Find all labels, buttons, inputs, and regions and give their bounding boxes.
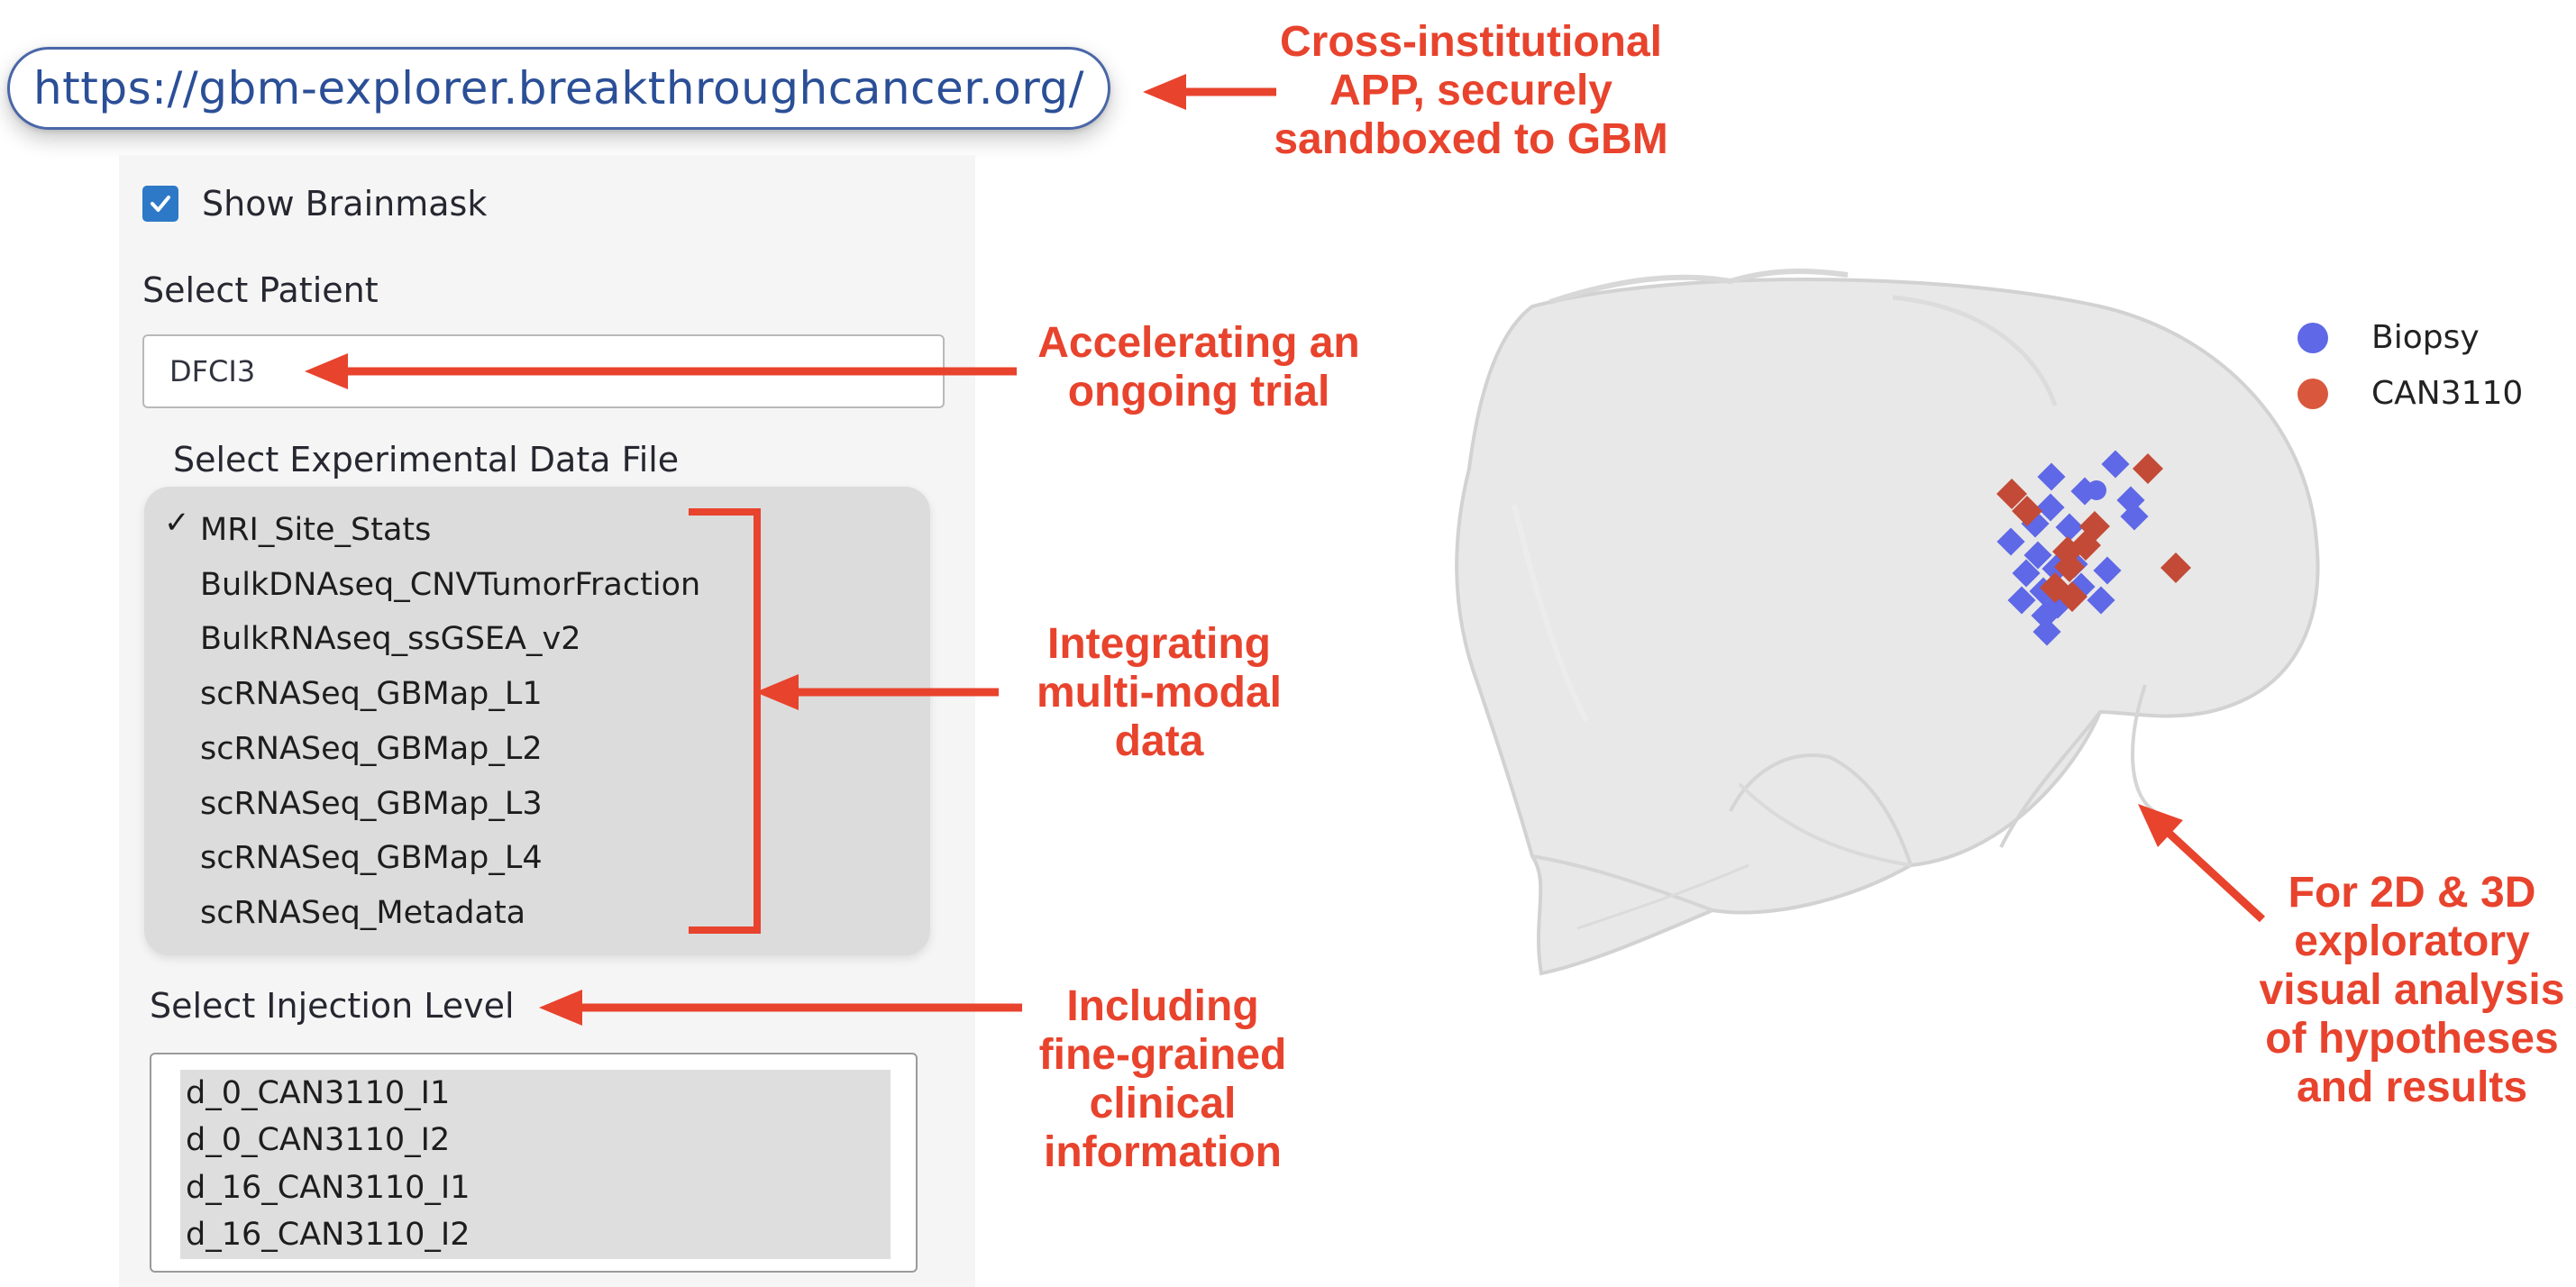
biopsy-marker	[2036, 493, 2065, 522]
url-bar[interactable]: https://gbm-explorer.breakthroughcancer.…	[7, 47, 1110, 130]
injection-level-label: Select Injection Level	[150, 986, 515, 1026]
biopsy-marker	[2087, 586, 2115, 615]
patient-value: DFCI3	[169, 354, 256, 388]
legend-dot	[2297, 378, 2328, 409]
biopsy-marker	[2037, 462, 2066, 491]
dropdown-option[interactable]: MRI_Site_Stats	[200, 512, 432, 548]
biopsy-markers	[1996, 450, 2149, 646]
legend-item-biopsy[interactable]: Biopsy	[2297, 319, 2480, 356]
injection-selected-list: d_0_CAN3110_I1 d_0_CAN3110_I2 d_16_CAN31…	[180, 1070, 891, 1259]
legend-label: CAN3110	[2371, 375, 2524, 412]
annotation-integrating: Integrating multi-modal data	[1037, 620, 1282, 765]
experimental-file-label: Select Experimental Data File	[173, 440, 680, 479]
biopsy-marker	[2023, 541, 2052, 570]
injection-option[interactable]: d_0_CAN3110_I2	[186, 1122, 451, 1158]
annotation-including: Including fine-grained clinical informat…	[1038, 982, 1287, 1176]
injection-level-listbox[interactable]: d_0_CAN3110_I1 d_0_CAN3110_I2 d_16_CAN31…	[150, 1053, 918, 1273]
biopsy-marker	[2031, 601, 2060, 630]
checkmark-icon	[151, 196, 170, 212]
biopsy-marker	[2012, 559, 2041, 588]
annotation-cross-institutional: Cross-institutional APP, securely sandbo…	[1274, 18, 1668, 163]
legend-dot	[2297, 322, 2328, 353]
dropdown-option[interactable]: BulkRNAseq_ssGSEA_v2	[200, 621, 581, 657]
annotation-exploratory: For 2D & 3D exploratory visual analysis …	[2259, 869, 2565, 1111]
show-brainmask-label: Show Brainmask	[202, 184, 488, 224]
biopsy-marker	[1996, 527, 2025, 556]
show-brainmask-checkbox[interactable]	[142, 186, 178, 222]
biopsy-marker	[2093, 556, 2122, 585]
annotation-arrows	[305, 74, 2266, 1026]
legend-label: Biopsy	[2371, 319, 2480, 356]
dropdown-option[interactable]: scRNASeq_Metadata	[200, 895, 526, 931]
dropdown-option[interactable]: scRNASeq_GBMap_L3	[200, 786, 543, 822]
selected-check-icon: ✓	[164, 506, 190, 540]
biopsy-marker	[2120, 502, 2149, 531]
biopsy-marker	[2101, 450, 2130, 479]
injection-option[interactable]: d_16_CAN3110_I2	[186, 1217, 470, 1253]
brain-mesh	[1455, 269, 2320, 976]
dropdown-option[interactable]: scRNASeq_GBMap_L1	[200, 676, 543, 712]
injection-option[interactable]: d_0_CAN3110_I1	[186, 1075, 451, 1111]
dropdown-option[interactable]: scRNASeq_GBMap_L4	[200, 840, 543, 876]
biopsy-marker	[2055, 513, 2084, 542]
legend-item-can3110[interactable]: CAN3110	[2297, 375, 2523, 412]
biopsy-marker	[2087, 480, 2106, 500]
experimental-file-dropdown[interactable]: ✓ MRI_Site_Stats BulkDNAseq_CNVTumorFrac…	[144, 487, 930, 955]
injection-option[interactable]: d_16_CAN3110_I1	[186, 1170, 470, 1206]
url-text: https://gbm-explorer.breakthroughcancer.…	[32, 62, 1085, 114]
show-brainmask-row[interactable]: Show Brainmask	[142, 184, 487, 224]
biopsy-marker	[2032, 617, 2061, 646]
biopsy-marker	[2007, 586, 2036, 615]
dropdown-option[interactable]: scRNASeq_GBMap_L2	[200, 731, 543, 767]
dropdown-option[interactable]: BulkDNAseq_CNVTumorFraction	[200, 567, 701, 603]
annotation-accelerating: Accelerating an ongoing trial	[1037, 319, 1360, 415]
select-patient-label: Select Patient	[142, 270, 379, 310]
